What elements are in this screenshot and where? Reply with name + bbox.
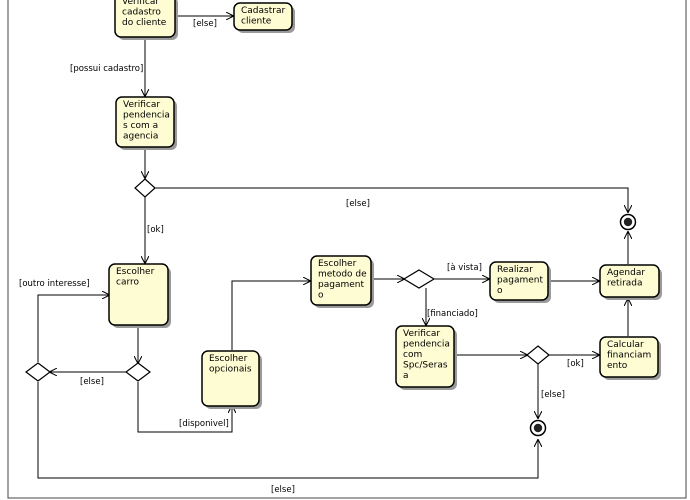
guard-ok-agencia: [ok] <box>147 225 164 235</box>
action-label-line: agencia <box>123 132 158 142</box>
action-label-line: do cliente <box>122 18 167 28</box>
edge-else-top <box>155 187 628 212</box>
action-label-line: Calcular <box>607 340 644 350</box>
decision-nodes <box>25 178 550 382</box>
action-label-line: o <box>318 291 324 301</box>
edge-else-bottom <box>37 382 538 479</box>
action-label-line: pagament <box>318 280 364 290</box>
final-node-bottom <box>529 419 547 437</box>
action-label-line: Realizar <box>497 265 533 275</box>
guard-else-top: [else] <box>346 199 370 209</box>
action-label-line: Spc/Seras <box>403 361 448 371</box>
decision-spc <box>526 345 550 365</box>
guard-else-bottom: [else] <box>271 485 295 495</box>
final-node-top <box>619 213 637 231</box>
guard-financiado: [financiado] <box>427 309 478 319</box>
action-label-line: o <box>497 286 503 296</box>
action-label-line: Verificar <box>403 329 440 339</box>
action-label-line: Escolher <box>209 354 248 364</box>
action-label-line: ento <box>607 361 628 371</box>
edges <box>37 0 628 479</box>
guard-else-carro: [else] <box>80 377 104 387</box>
edge-opcionais-metodo <box>231 281 310 350</box>
action-label-line: cadastro <box>122 8 161 18</box>
edge-outro-interesse <box>37 295 109 362</box>
action-label-line: Escolher <box>116 267 155 277</box>
action-label-line: Verificar <box>123 100 160 110</box>
action-label-line: Verificar <box>122 0 159 7</box>
decision-carro <box>125 362 151 382</box>
action-label-line: a <box>403 371 409 381</box>
guard-outro-interesse: [outro interesse] <box>19 279 90 289</box>
guard-disponivel: [disponivel] <box>179 419 229 429</box>
guard-labels: [else] [possui cadastro] [else] [ok] [ou… <box>19 19 584 495</box>
action-label-line: opcionais <box>209 365 252 375</box>
diagram-frame <box>7 0 687 499</box>
action-label-line: Escolher <box>318 259 357 269</box>
action-label-line: Cadastrar <box>241 6 285 16</box>
action-label-line: financiam <box>607 351 651 361</box>
decision-pagamento <box>402 269 436 289</box>
action-label-line: metodo de <box>318 270 367 280</box>
action-label-line: s com a <box>123 121 158 131</box>
guard-possui-cadastro: [possui cadastro] <box>70 64 143 74</box>
action-label-line: cliente <box>241 17 272 27</box>
guard-ok-spc: [ok] <box>567 359 584 369</box>
guard-else-cadastro: [else] <box>193 19 217 29</box>
action-label-line: pendencia <box>403 340 450 350</box>
guard-a-vista: [à vista] <box>447 263 482 273</box>
action-label-line: retirada <box>607 279 643 289</box>
edge-disponivel <box>137 382 232 433</box>
action-label-line: pagament <box>497 276 543 286</box>
action-label-line: Agendar <box>607 268 645 278</box>
action-label-line: com <box>403 350 422 360</box>
decision-agencia <box>134 178 156 198</box>
guard-else-spc: [else] <box>541 390 565 400</box>
action-label-line: pendencia <box>123 111 170 121</box>
action-label-line: carro <box>116 278 140 288</box>
decision-interesse <box>25 362 51 382</box>
